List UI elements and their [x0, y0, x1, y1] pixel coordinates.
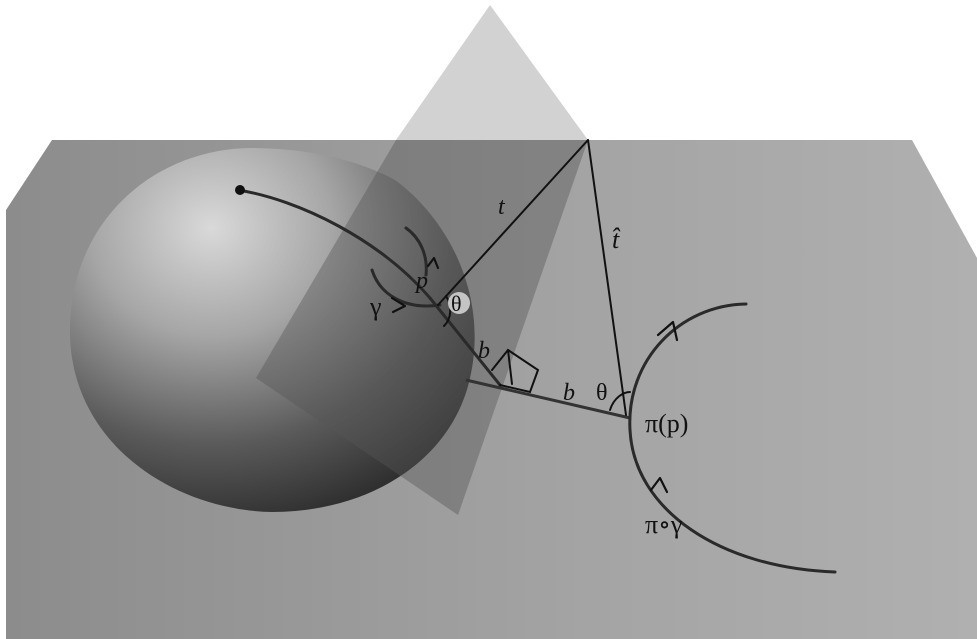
- vector-t-hat: [587, 139, 627, 416]
- arrow-gamma: [390, 296, 407, 314]
- label-b-near: b: [478, 338, 490, 364]
- label-gamma: γ: [369, 292, 382, 321]
- gamma-curve-arc: [404, 226, 428, 277]
- theta-arc-near: [443, 295, 452, 327]
- arrow-upper: [656, 320, 679, 342]
- label-p: p: [414, 268, 428, 294]
- projection-line: [465, 378, 631, 420]
- theta-arc-far: [609, 391, 631, 411]
- right-angle-marker: [491, 348, 540, 394]
- tangent-plane-upper: [396, 5, 588, 140]
- arrow-p: [426, 256, 440, 270]
- label-pi-gamma: π∘γ: [645, 510, 682, 539]
- label-t-hat: t̂: [612, 225, 621, 254]
- label-pi-p: π(p): [645, 409, 688, 438]
- sphere: [69, 148, 475, 512]
- right-angle-inner: [507, 349, 513, 385]
- projected-curve: [628, 302, 837, 574]
- label-t: t: [498, 194, 506, 220]
- vector-t: [437, 139, 589, 306]
- gamma-curve: [370, 268, 442, 308]
- theta-highlight: [448, 292, 470, 314]
- start-point: [235, 185, 245, 195]
- arrow-lower: [649, 476, 669, 494]
- label-theta-far: θ: [596, 380, 608, 406]
- label-b-far: b: [563, 380, 575, 406]
- label-theta-near: θ: [451, 291, 462, 316]
- geodesic-curve: [236, 188, 502, 387]
- tangent-plane: [256, 140, 588, 515]
